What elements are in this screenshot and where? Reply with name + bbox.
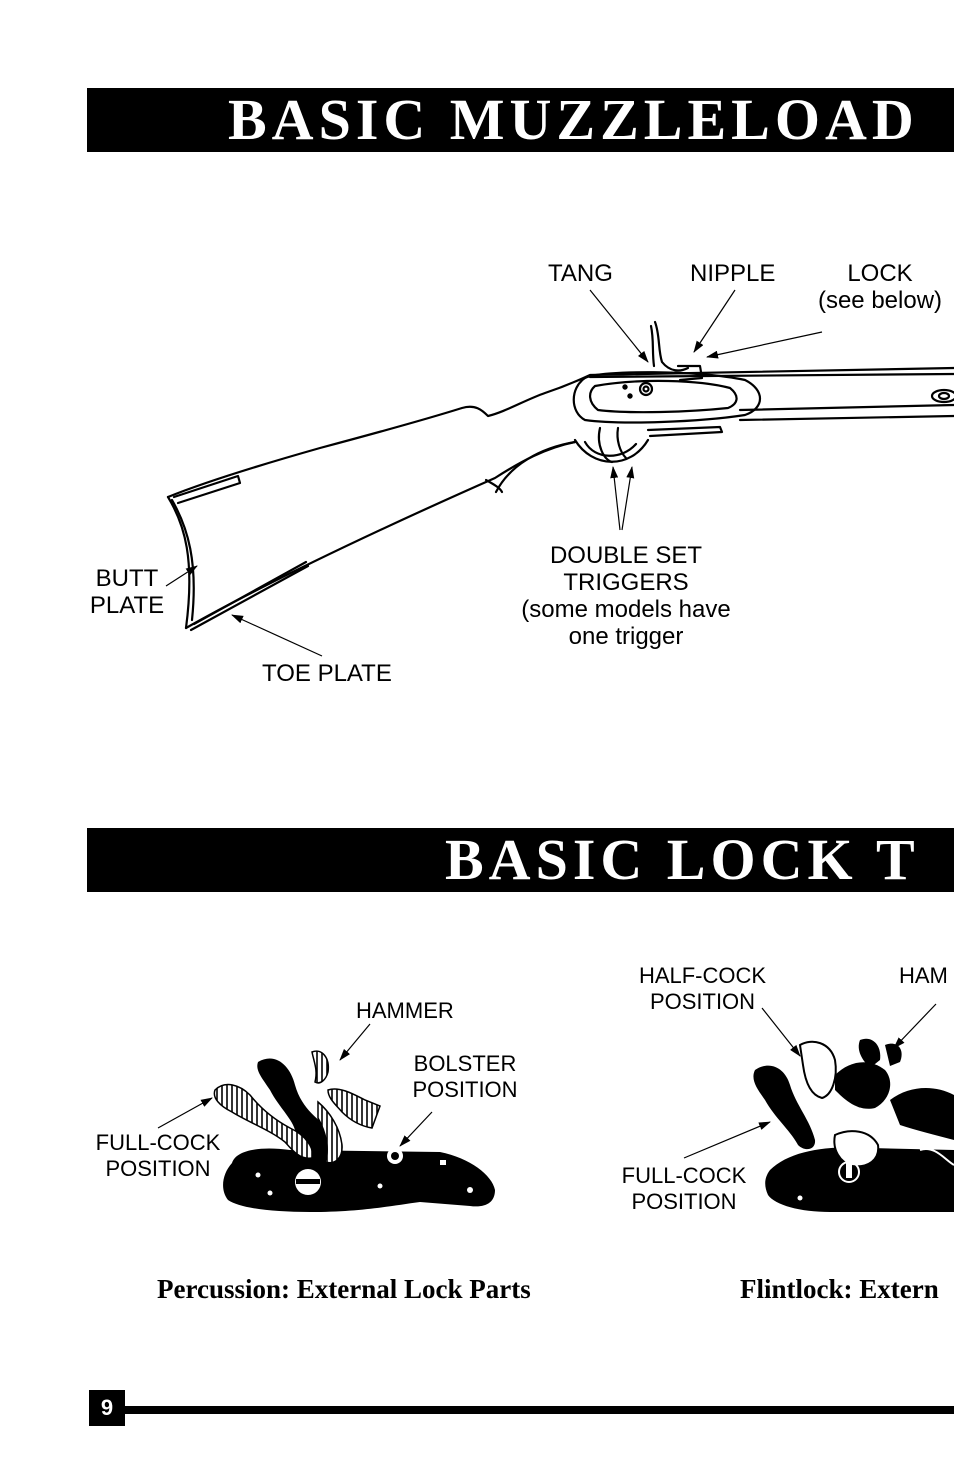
caption-percussion: Percussion: External Lock Parts	[157, 1274, 531, 1304]
label-butt-plate-line1: BUTT	[95, 565, 159, 592]
section-banner-muzzleloader: BASIC MUZZLELOAD	[87, 88, 954, 152]
label-flintlock-full-cock-line2: POSITION	[631, 1189, 737, 1214]
label-lock: LOCK (see below)	[800, 260, 954, 314]
label-flintlock-full-cock-line1: FULL-COCK	[621, 1163, 747, 1188]
percussion-lock-drawing	[213, 1050, 495, 1212]
caption-flintlock: Flintlock: Extern	[740, 1274, 939, 1304]
label-nipple: NIPPLE	[690, 260, 776, 287]
label-percussion-full-cock-line1: FULL-COCK	[95, 1130, 221, 1155]
rifle-leaders	[165, 289, 823, 657]
percussion-leaders	[157, 1023, 433, 1147]
section-title-muzzleloader: BASIC MUZZLELOAD	[228, 88, 919, 152]
label-flintlock-full-cock: FULL-COCK POSITION	[614, 1163, 754, 1215]
label-butt-plate: BUTT PLATE	[88, 565, 166, 619]
label-triggers-line3: (some models have	[521, 596, 731, 623]
label-toe-plate: TOE PLATE	[262, 660, 392, 687]
section-title-lock: BASIC LOCK T	[445, 828, 920, 892]
label-triggers-line4: one trigger	[568, 623, 684, 650]
label-bolster-position: BOLSTER POSITION	[405, 1051, 525, 1103]
label-triggers-line1: DOUBLE SET	[549, 542, 703, 569]
label-tang: TANG	[548, 260, 613, 287]
rifle-drawing	[166, 320, 954, 632]
label-lock-line1: LOCK	[847, 260, 913, 287]
label-lock-line2: (see below)	[817, 287, 943, 314]
label-percussion-full-cock: FULL-COCK POSITION	[88, 1130, 228, 1182]
section-banner-lock: BASIC LOCK T	[87, 828, 954, 892]
flintlock-leaders	[683, 1003, 937, 1159]
label-percussion-hammer: HAMMER	[356, 998, 454, 1023]
label-double-set-triggers: DOUBLE SET TRIGGERS (some models have on…	[506, 542, 746, 650]
label-half-cock-line2: POSITION	[649, 989, 756, 1014]
label-bolster-line2: POSITION	[412, 1077, 518, 1102]
footer-rule	[125, 1406, 954, 1414]
label-half-cock: HALF-COCK POSITION	[630, 963, 775, 1015]
label-flintlock-hammer: HAM	[899, 963, 948, 988]
label-percussion-full-cock-line2: POSITION	[105, 1156, 211, 1181]
label-butt-plate-line2: PLATE	[89, 592, 165, 619]
label-triggers-line2: TRIGGERS	[563, 569, 689, 596]
page-number: 9	[89, 1390, 125, 1426]
label-half-cock-line1: HALF-COCK	[638, 963, 767, 988]
flintlock-drawing	[753, 1038, 954, 1212]
label-bolster-line1: BOLSTER	[413, 1051, 517, 1076]
